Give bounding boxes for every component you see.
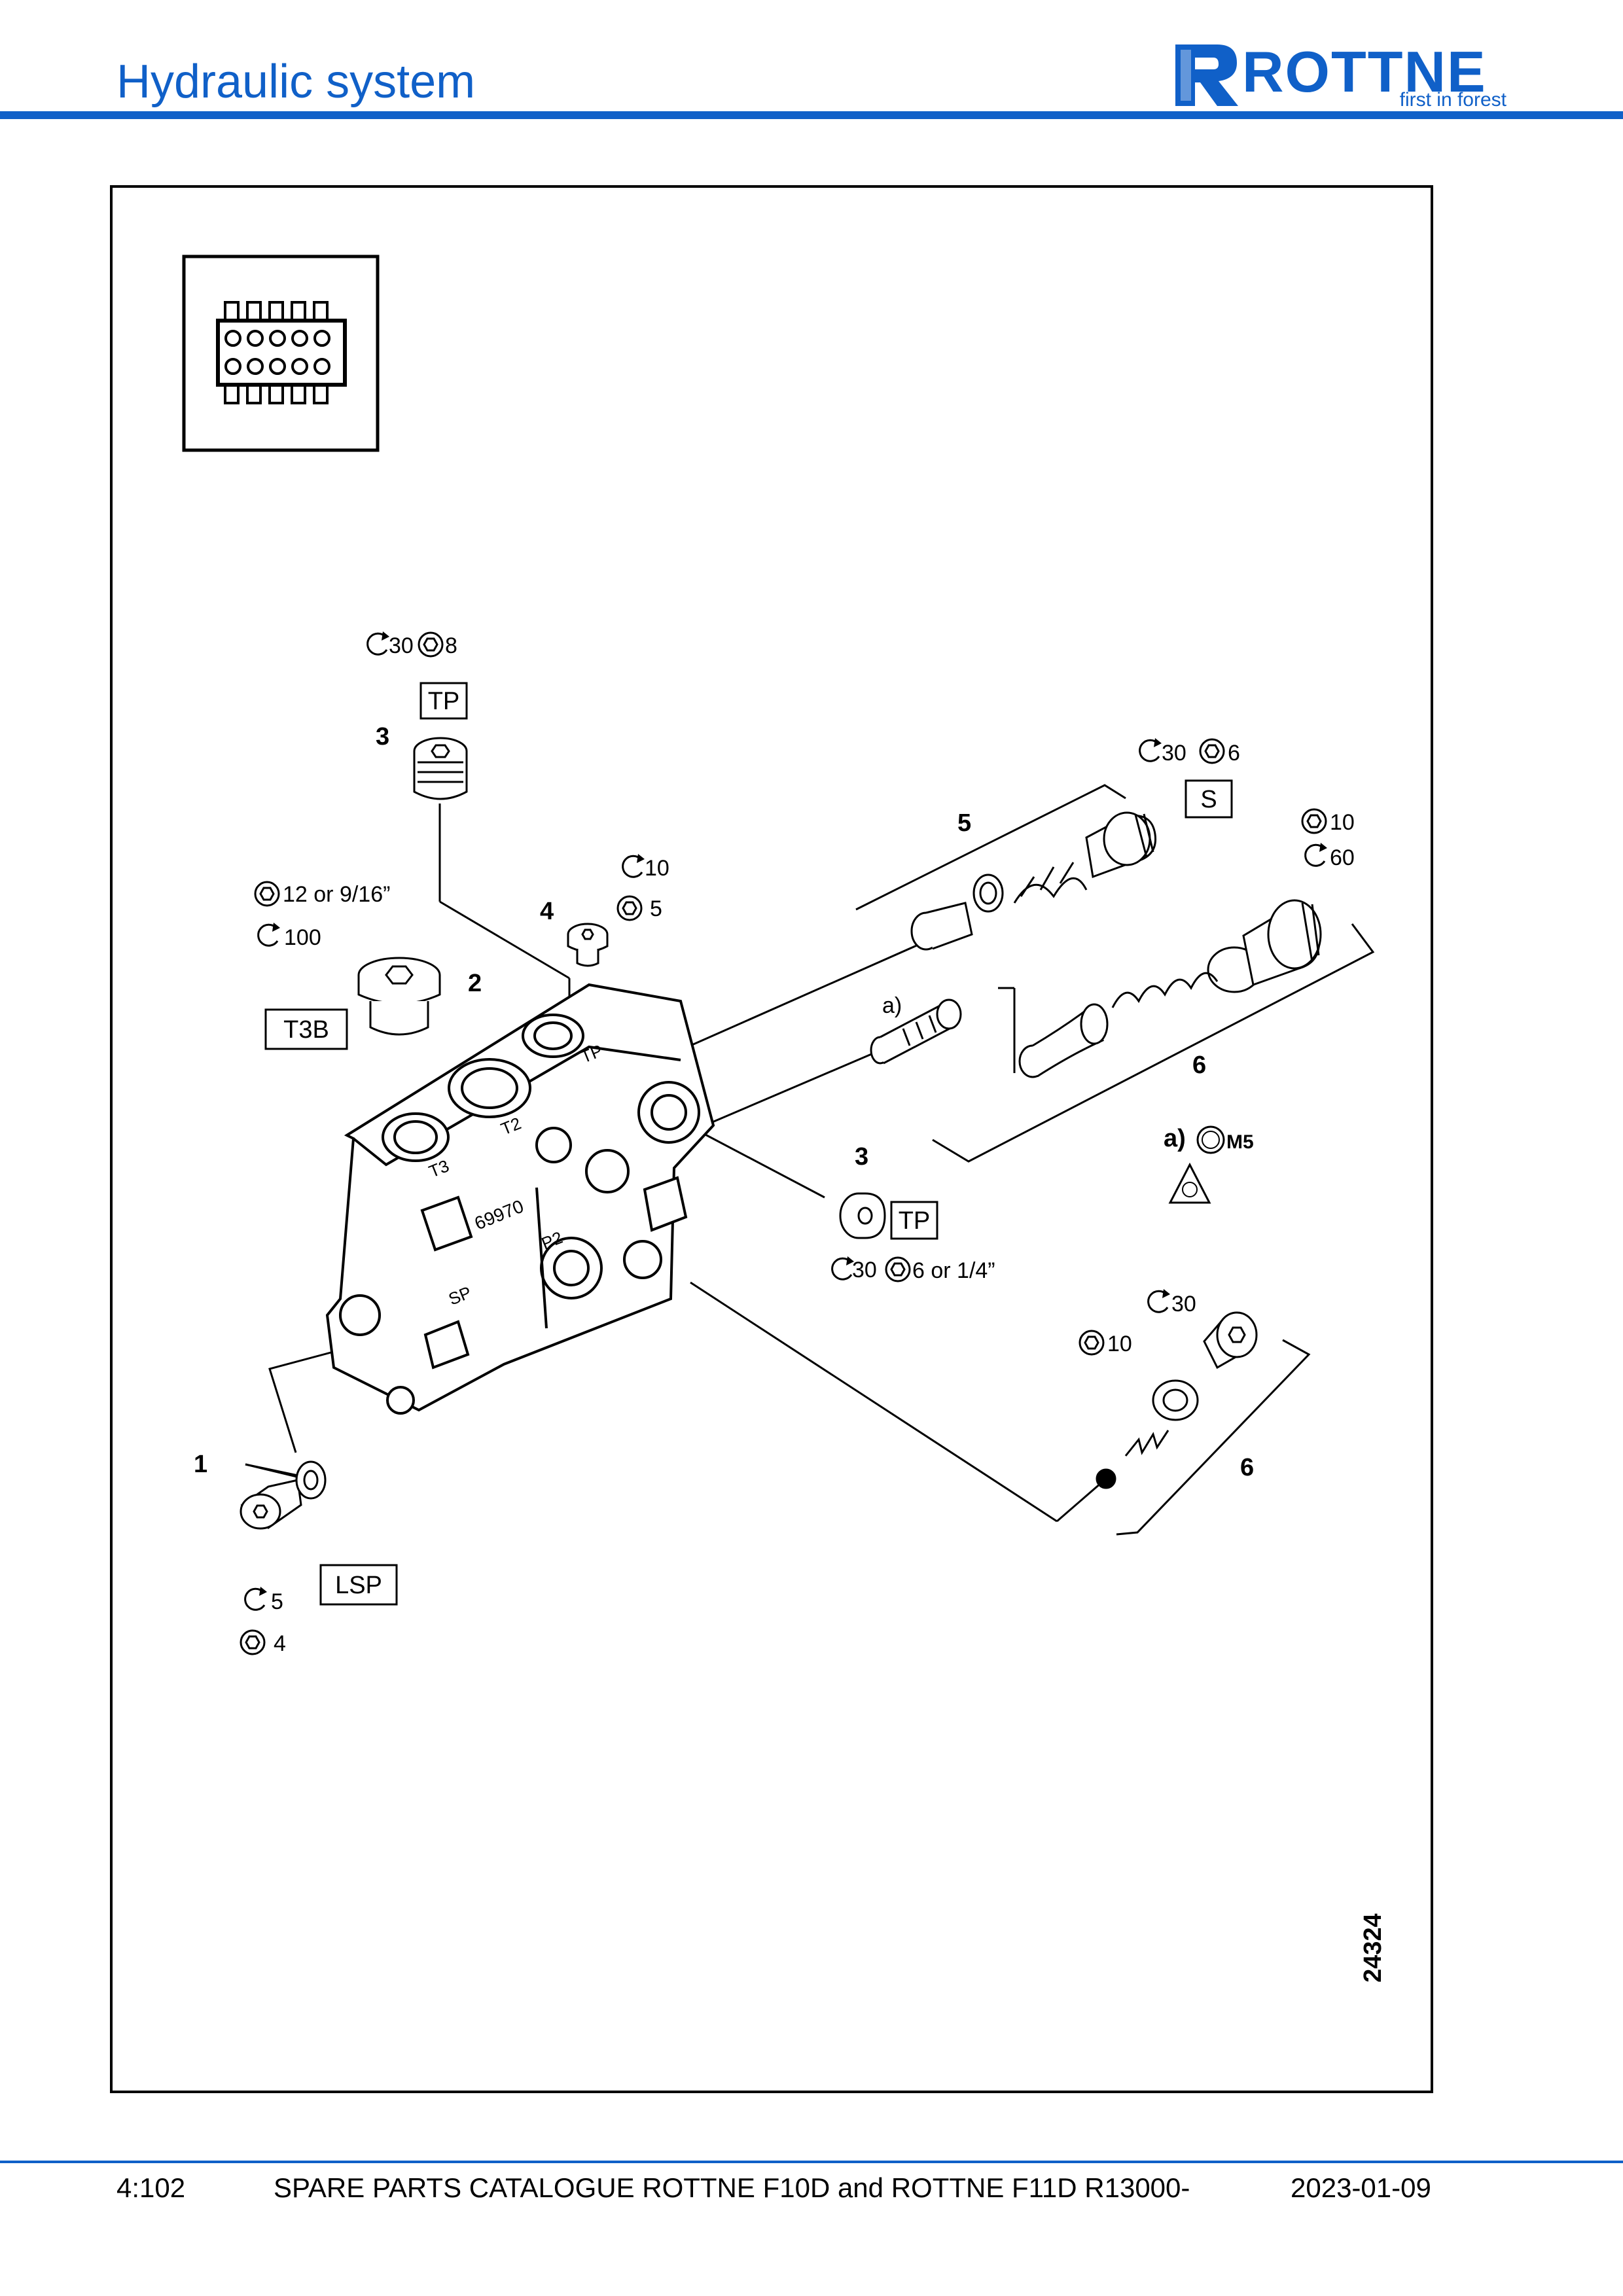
label-m5: M5 [1226,1131,1254,1153]
callout-numbers: 3 5 4 2 6 3 6 1 a) [194,723,1254,1481]
callout-6-upper: 6 [1192,1051,1206,1079]
header-rule [0,111,1623,119]
leader-lines [245,784,1375,1536]
footer-catalogue-title: SPARE PARTS CATALOGUE ROTTNE F10D and RO… [274,2172,1190,2203]
screw-item-1 [240,1460,327,1530]
label-t3b: T3B [283,1016,329,1044]
rottne-logo: ROTTNE first in forest [1171,38,1512,111]
torque-arrow-icon [366,630,391,656]
plug-item-2 [357,957,441,1036]
figure-frame [110,185,1433,2093]
hex-key-icon [885,1256,911,1282]
poppet-a [870,998,962,1065]
callout-2: 2 [468,970,482,997]
callout-3-right: 3 [855,1143,868,1171]
callout-4: 4 [540,898,554,925]
spec-item6b-torque: 30 [1171,1292,1196,1316]
spec-item6b-hex: 10 [1107,1332,1132,1356]
hex-key-icon [1301,808,1327,834]
torque-arrow-icon [257,921,281,947]
rottne-r-mark-icon [1175,44,1238,106]
hex-key-icon [1199,738,1225,764]
spec-tp-top-torque: 30 [389,633,414,658]
plug-tp-top [413,737,468,800]
label-boxes: TP S T3B TP LSP [264,682,1233,1606]
footer-rule [0,2161,1623,2163]
callout-3-top: 3 [376,723,389,751]
footer-date: 2023-01-09 [1291,2172,1431,2203]
relief-valve-item-6 [1018,899,1322,1078]
label-a-paren: a) [882,993,902,1018]
spec-item6-hex: 10 [1330,810,1355,835]
callout-1: 1 [194,1451,207,1478]
spec-item6-torque: 60 [1330,845,1355,870]
spec-tp-right-hex: 6 or 1/4” [912,1258,995,1283]
torque-arrow-icon [244,1585,268,1611]
spec-tp-top-hex: 8 [445,633,457,658]
valve-section-symbol [182,255,380,452]
spec-item4-torque: 10 [645,856,669,881]
spec-annotations: 30 8 30 6 10 60 10 5 12 or 9/16” 100 30 … [240,630,1355,1656]
page-title: Hydraulic system [116,56,476,108]
figure-number: 24324 [1359,1913,1387,1983]
plug-item-4 [567,923,609,967]
spec-s-torque: 30 [1162,741,1186,766]
relief-valve-item-6-lower [1096,1311,1258,1489]
hex-key-icon [616,895,643,921]
hex-key-icon [240,1629,266,1655]
torque-arrow-icon [1139,737,1163,762]
label-s: S [1200,786,1217,813]
spec-item2-hex: 12 or 9/16” [283,882,390,907]
spec-s-hex: 6 [1228,741,1240,766]
hex-key-icon [1079,1330,1105,1356]
a-m5-annotation: M5 [1168,1125,1254,1204]
logo-wordmark: ROTTNE [1242,39,1487,104]
valve-body [325,983,715,1415]
label-lsp: LSP [335,1572,382,1599]
spec-lsp-torque: 5 [271,1589,283,1614]
torque-arrow-icon [1304,841,1329,867]
warning-triangle-icon [1168,1162,1211,1204]
a-m5-prefix: a) [1164,1125,1186,1152]
callout-5: 5 [957,809,971,837]
check-valve-item-5 [910,811,1157,951]
footer-page-number: 4:102 [116,2172,186,2203]
label-tp-right: TP [899,1207,931,1235]
spec-lsp-hex: 4 [274,1631,286,1656]
hex-key-icon [254,881,280,907]
label-tp-top: TP [428,688,460,715]
hex-key-icon [418,631,444,658]
callout-6-lower: 6 [1240,1454,1254,1481]
torque-arrow-icon [831,1255,855,1280]
torque-arrow-icon [1147,1288,1171,1313]
logo-tagline: first in forest [1399,89,1507,111]
plug-tp-right [839,1192,886,1239]
spec-item2-torque: 100 [284,925,321,950]
spec-item4-hex: 5 [650,896,662,921]
torque-arrow-icon [622,853,646,878]
spec-tp-right-torque: 30 [852,1258,877,1282]
